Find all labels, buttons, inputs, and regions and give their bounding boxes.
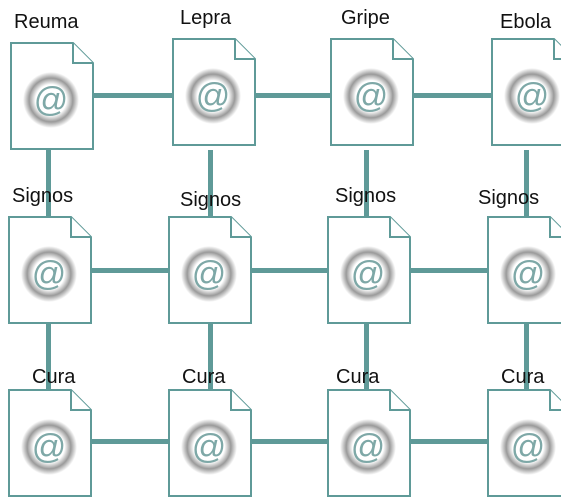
document-node-cura-gripe: @ — [327, 389, 411, 497]
document-icon: @ — [487, 216, 561, 324]
row-label-signos-4: Signos — [478, 187, 540, 209]
connector-v-c3-r2 — [364, 320, 369, 392]
document-icon: @ — [8, 216, 92, 324]
document-node-signos-reuma: @ — [8, 216, 92, 324]
connector-h-r1-c1 — [90, 93, 176, 98]
connector-h-r2-c2 — [251, 268, 333, 273]
document-icon: @ — [168, 216, 252, 324]
connector-h-r3-c2 — [251, 439, 333, 444]
connector-v-c1-r1 — [46, 150, 51, 220]
row-label-signos-2: Signos — [180, 189, 242, 211]
document-icon: @ — [330, 38, 414, 146]
document-icon: @ — [172, 38, 256, 146]
connector-v-c1-r2 — [46, 320, 51, 392]
connector-h-r3-c1 — [88, 439, 174, 444]
document-icon: @ — [491, 38, 561, 146]
column-label-reuma: Reuma — [14, 11, 79, 33]
document-node-cura-reuma: @ — [8, 389, 92, 497]
document-node-signos-gripe: @ — [327, 216, 411, 324]
connector-h-r1-c2 — [255, 93, 335, 98]
at-sign-icon: @ — [511, 428, 546, 466]
connector-v-c4-r1 — [524, 150, 529, 220]
document-node-signos-ebola: @ — [487, 216, 561, 324]
row-label-cura-3: Cura — [336, 366, 380, 388]
at-sign-icon: @ — [192, 428, 227, 466]
at-sign-icon: @ — [515, 77, 550, 115]
connector-h-r2-c1 — [88, 268, 174, 273]
document-node-ebola: @ — [491, 38, 561, 146]
row-label-cura-4: Cura — [501, 366, 545, 388]
at-sign-icon: @ — [32, 428, 67, 466]
at-sign-icon: @ — [196, 77, 231, 115]
document-icon: @ — [10, 42, 94, 150]
document-node-signos-lepra: @ — [168, 216, 252, 324]
row-label-cura-2: Cura — [182, 366, 226, 388]
document-icon: @ — [327, 389, 411, 497]
document-icon: @ — [487, 389, 561, 497]
document-node-cura-lepra: @ — [168, 389, 252, 497]
connector-v-c2-r2 — [208, 320, 213, 392]
connector-h-r2-c3 — [410, 268, 492, 273]
at-sign-icon: @ — [511, 255, 546, 293]
document-icon: @ — [327, 216, 411, 324]
at-sign-icon: @ — [351, 428, 386, 466]
connector-v-c3-r1 — [364, 150, 369, 220]
document-node-cura-ebola: @ — [487, 389, 561, 497]
connector-v-c4-r2 — [524, 320, 529, 392]
at-sign-icon: @ — [351, 255, 386, 293]
at-sign-icon: @ — [354, 77, 389, 115]
at-sign-icon: @ — [32, 255, 67, 293]
at-sign-icon: @ — [192, 255, 227, 293]
document-node-gripe: @ — [330, 38, 414, 146]
row-label-signos-3: Signos — [335, 185, 397, 207]
document-node-reuma: @ — [10, 42, 94, 150]
document-icon: @ — [168, 389, 252, 497]
connector-h-r3-c3 — [410, 439, 492, 444]
row-label-cura-1: Cura — [32, 366, 76, 388]
row-label-signos-1: Signos — [12, 185, 74, 207]
connector-v-c2-r1 — [208, 150, 213, 220]
column-label-ebola: Ebola — [500, 11, 552, 33]
column-label-gripe: Gripe — [341, 7, 390, 29]
document-node-lepra: @ — [172, 38, 256, 146]
column-label-lepra: Lepra — [180, 7, 232, 29]
connector-h-r1-c3 — [411, 93, 496, 98]
at-sign-icon: @ — [34, 81, 69, 119]
document-icon: @ — [8, 389, 92, 497]
